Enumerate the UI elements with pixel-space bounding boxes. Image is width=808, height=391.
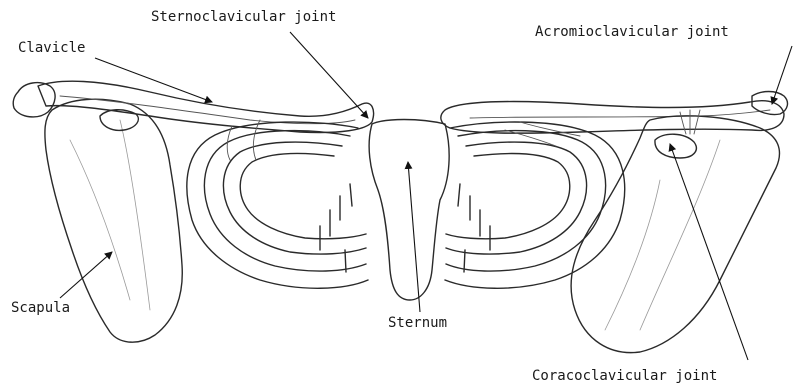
right-ribs [445,122,625,288]
label-scapula: Scapula [11,300,70,316]
leader-sternoclavicular [290,32,368,118]
leader-clavicle [95,58,212,102]
leader-sternum [408,162,420,312]
leader-coracoclavicular [670,144,748,360]
right-scapula [571,110,779,353]
label-clavicle: Clavicle [18,40,85,56]
leader-scapula [60,252,112,298]
label-coracoclavicular-joint: Coracoclavicular joint [532,368,717,384]
sternum [369,120,449,301]
label-sternum: Sternum [388,315,447,331]
left-ribs [187,120,368,288]
left-clavicle [38,81,374,132]
right-clavicle [441,92,788,134]
label-acromioclavicular-joint: Acromioclavicular joint [535,24,729,40]
label-sternoclavicular-joint: Sternoclavicular joint [151,9,336,25]
